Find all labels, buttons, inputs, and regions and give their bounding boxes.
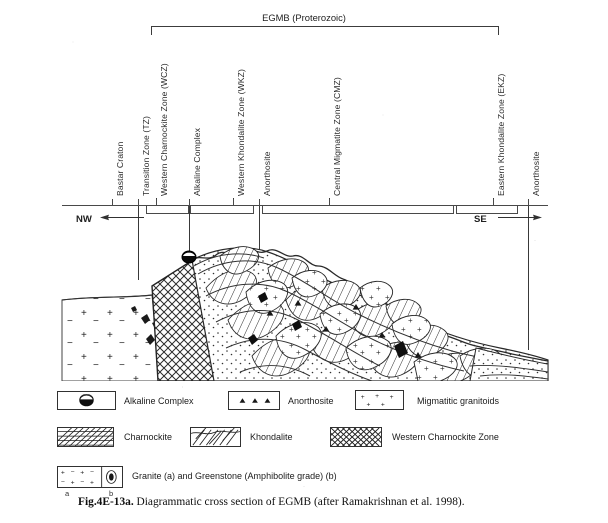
zone-subbracket xyxy=(456,206,518,214)
se-arrow-icon xyxy=(498,214,542,221)
direction-label-nw: NW xyxy=(76,214,92,225)
eastern-khondalite-taper xyxy=(469,347,549,381)
zone-subbracket xyxy=(262,206,454,214)
legend-label: Anorthosite xyxy=(288,396,334,406)
svg-text:+: + xyxy=(361,394,365,401)
anorthosite-triangle-markers xyxy=(266,300,422,358)
zone-subbracket xyxy=(190,206,254,214)
legend-swatch-anorthosite xyxy=(228,391,280,410)
zone-subbracket xyxy=(146,206,189,214)
svg-text:+: + xyxy=(90,479,94,486)
legend-swatch-alkaline xyxy=(57,391,116,410)
annotation-label: Transition Zone (TZ) xyxy=(141,116,152,196)
datum-line xyxy=(62,205,548,207)
legend-label: Migmatitic granitoids xyxy=(417,396,500,406)
svg-text:+: + xyxy=(381,401,385,408)
annotation-label: Western Charnockite Zone (WCZ) xyxy=(159,63,170,196)
caption-text: Diagrammatic cross section of EGMB (afte… xyxy=(133,496,465,508)
svg-text:+: + xyxy=(71,479,75,486)
svg-text:+: + xyxy=(80,469,84,476)
svg-text:−: − xyxy=(61,479,65,486)
figure-caption: Fig.4E-13a. Diagrammatic cross section o… xyxy=(78,496,598,508)
annotation-leader-line xyxy=(259,205,260,285)
legend-label: Charnockite xyxy=(124,432,173,442)
axis-tick xyxy=(259,199,260,206)
egmb-folded-belt xyxy=(191,246,549,381)
annotation-label: Western Khondalite Zone (WKZ) xyxy=(236,69,247,196)
svg-text:+: + xyxy=(375,393,379,400)
svg-text:+: + xyxy=(61,469,65,476)
annotation-leader-line xyxy=(189,205,190,263)
svg-text:+: + xyxy=(367,401,371,408)
axis-tick xyxy=(156,199,157,206)
axis-tick xyxy=(138,199,139,206)
annotation-label: Alkaline Complex xyxy=(192,128,203,196)
axis-tick xyxy=(528,199,529,206)
alkaline-complex-body-left xyxy=(181,250,197,264)
axis-tick xyxy=(112,199,113,206)
annotation-leader-line xyxy=(138,205,139,280)
svg-text:−: − xyxy=(90,469,94,476)
svg-text:+: + xyxy=(390,394,394,401)
egmb-bracket-title: EGMB (Proterozoic) xyxy=(262,12,346,23)
annotation-leader-line xyxy=(528,205,529,350)
nw-arrow-icon xyxy=(100,214,144,221)
axis-tick xyxy=(189,199,190,206)
basement-granite-body xyxy=(61,294,166,381)
legend-sublabel-a: a xyxy=(65,489,70,498)
axis-tick xyxy=(493,199,494,206)
caption-figure-number: Fig.4E-13a. xyxy=(78,496,134,508)
annotation-label: Anorthosite xyxy=(531,151,542,196)
legend-label: Khondalite xyxy=(250,432,293,442)
legend-swatch-migmatitic: + + + + + xyxy=(355,390,404,410)
legend-label: Western Charnockite Zone xyxy=(392,432,499,442)
annotation-label: Eastern Khondalite Zone (EKZ) xyxy=(496,73,507,196)
svg-text:−: − xyxy=(71,469,75,476)
legend-label: Alkaline Complex xyxy=(124,396,194,406)
annotation-label: Anorthosite xyxy=(262,151,273,196)
annotation-label: Central Migmatite Zone (CMZ) xyxy=(332,77,343,196)
svg-text:−: − xyxy=(80,479,84,486)
annotation-label: Bastar Craton xyxy=(115,141,126,196)
legend-swatch-wcz xyxy=(330,427,382,447)
axis-tick xyxy=(329,199,330,206)
legend-swatch-granite-greenstone: +− +− −+ −+ xyxy=(57,466,123,488)
axis-tick xyxy=(233,199,234,206)
legend-sublabel-b: b xyxy=(109,489,114,498)
direction-label-se: SE xyxy=(474,214,487,225)
cross-section-drawing: + − + + xyxy=(61,246,549,381)
legend-swatch-khondalite xyxy=(190,427,241,447)
egmb-bracket xyxy=(151,26,499,35)
legend-label-granite-greenstone: Granite (a) and Greenstone (Amphibolite … xyxy=(132,471,337,481)
legend-swatch-charnockite xyxy=(57,427,114,447)
